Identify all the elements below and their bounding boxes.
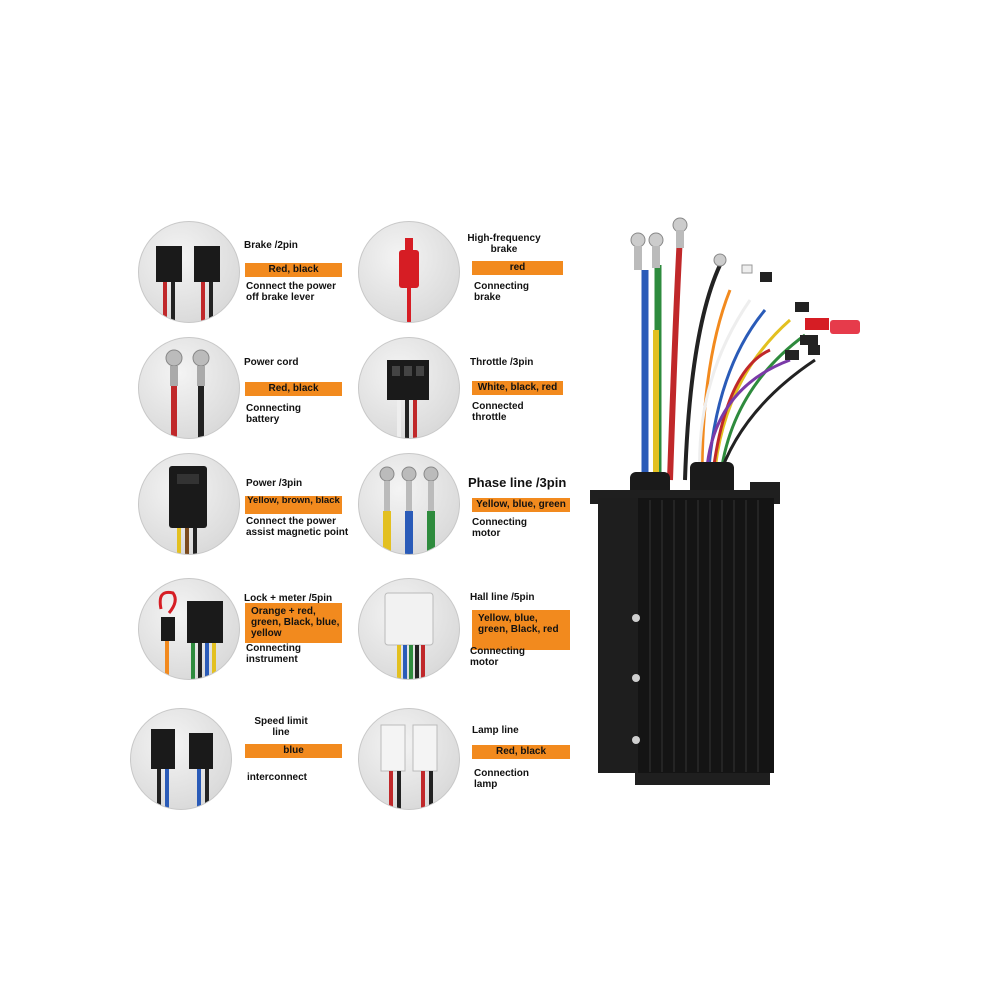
connector-title: Power cord (244, 357, 299, 368)
connector-title: High-frequency brake (467, 233, 541, 255)
connector-description: Connected throttle (472, 401, 524, 423)
wire-colors-bar: Yellow, brown, black (245, 496, 342, 514)
hall-line-connector-photo (358, 578, 460, 680)
high-frequency-brake-photo (358, 221, 460, 323)
wire-colors-bar: Yellow, blue, green (472, 498, 570, 512)
connector-description: Connecting instrument (246, 643, 301, 665)
connector-title: Brake /2pin (244, 240, 298, 251)
connector-description: interconnect (247, 772, 308, 783)
connector-description: Connect the power assist magnetic point (246, 516, 349, 538)
brake-connector-photo (138, 221, 240, 323)
wire-colors-bar: Red, black (472, 745, 570, 759)
wire-colors-bar: Red, black (245, 382, 342, 396)
wire-colors-bar: red (472, 261, 563, 275)
wire-colors-bar: blue (245, 744, 342, 758)
lamp-line-connector-photo (358, 708, 460, 810)
wire-colors-bar: White, black, red (472, 381, 563, 395)
wire-colors-bar: Orange + red, green, Black, blue, yellow (245, 603, 342, 643)
connector-title: Phase line /3pin (468, 475, 567, 490)
throttle-connector-photo (358, 337, 460, 439)
lock-meter-connector-photo (138, 578, 240, 680)
connector-title: Speed limit line (254, 716, 308, 738)
power-assist-connector-photo (138, 453, 240, 555)
wire-colors-bar: Red, black (245, 263, 342, 277)
connector-description: Connecting motor (472, 517, 527, 539)
connector-description: Connecting motor (470, 646, 525, 668)
connector-description: Connecting brake (474, 281, 529, 303)
connector-title: Throttle /3pin (470, 357, 534, 368)
power-cord-photo (138, 337, 240, 439)
speed-limit-connector-photo (130, 708, 232, 810)
connector-title: Lamp line (472, 725, 519, 736)
phase-line-photo (358, 453, 460, 555)
controller-image (590, 210, 880, 810)
connector-title: Power /3pin (246, 478, 303, 489)
connector-title: Lock + meter /5pin (244, 593, 333, 604)
wire-colors-bar: Yellow, blue, green, Black, red (472, 610, 570, 650)
connector-description: Connection lamp (474, 768, 529, 790)
connector-description: Connecting battery (246, 403, 301, 425)
connector-description: Connect the power off brake lever (246, 281, 337, 303)
connector-title: Hall line /5pin (470, 592, 535, 603)
